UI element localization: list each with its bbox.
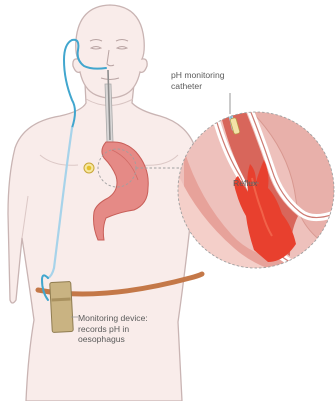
device-label-line-2: records pH in [78, 324, 148, 335]
torso-outline [8, 84, 196, 401]
magnified-callout [176, 96, 334, 290]
reflux-label: Reflux [233, 178, 257, 189]
catheter-label-line-2: catheter [171, 81, 225, 92]
device-label-line-3: oesophagus [78, 334, 148, 345]
catheter-label-line-1: pH monitoring [171, 70, 225, 81]
device-label: Monitoring device: records pH in oesopha… [78, 313, 148, 345]
chest-sensor [84, 163, 94, 173]
catheter-label: pH monitoring catheter [171, 70, 225, 91]
device-label-line-1: Monitoring device: [78, 313, 148, 324]
monitoring-device [50, 281, 74, 332]
